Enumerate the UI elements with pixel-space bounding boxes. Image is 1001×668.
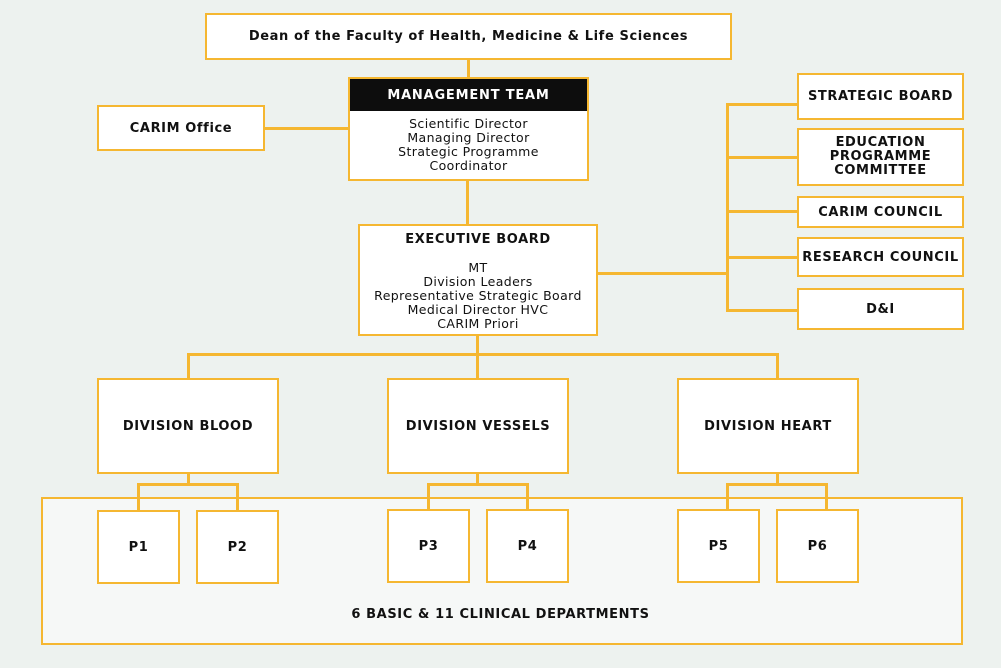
member-line: Coordinator <box>429 158 508 173</box>
connector-strategic-board <box>726 103 798 106</box>
strategic-board-box: STRATEGIC BOARD <box>797 73 964 120</box>
member-line: Medical Director HVC <box>407 302 549 317</box>
connector-p4 <box>526 483 529 511</box>
connector-heart-programmes <box>776 473 779 485</box>
connector-exec-advisory <box>597 272 728 275</box>
connector-p1 <box>137 483 140 511</box>
member-line: Scientific Director <box>409 116 528 131</box>
connector-vessels-programmes <box>476 473 479 485</box>
member-line: CARIM Priori <box>437 316 519 331</box>
division-blood-box: DIVISION BLOOD <box>97 378 279 474</box>
education-committee-line: EDUCATION <box>835 135 926 150</box>
carim-office-label: CARIM Office <box>129 120 233 136</box>
connector-di <box>726 309 798 312</box>
programme-label: P5 <box>708 538 729 554</box>
connector-mt-exec <box>466 180 469 225</box>
connector-division-vessels <box>476 353 479 379</box>
programme-label: P2 <box>227 539 248 555</box>
programme-label: P3 <box>418 538 439 554</box>
programme-label: P6 <box>807 538 828 554</box>
connector-p6 <box>825 483 828 511</box>
connector-vessels-programmes-bar <box>427 483 529 486</box>
research-council-box: RESEARCH COUNCIL <box>797 237 964 277</box>
di-label: D&I <box>866 301 895 317</box>
member-line: Division Leaders <box>423 274 533 289</box>
division-blood-label: DIVISION BLOOD <box>122 418 254 434</box>
dean-label: Dean of the Faculty of Health, Medicine … <box>248 29 689 44</box>
education-committee-line: PROGRAMME <box>829 149 932 164</box>
strategic-board-label: STRATEGIC BOARD <box>807 89 954 104</box>
division-vessels-box: DIVISION VESSELS <box>387 378 569 474</box>
member-line: Managing Director <box>407 130 530 145</box>
executive-board-members: MT Division Leaders Representative Strat… <box>374 261 582 331</box>
di-box: D&I <box>797 288 964 330</box>
connector-office-mt <box>264 127 350 130</box>
programme-p4-box: P4 <box>486 509 569 583</box>
education-committee-line: COMMITTEE <box>834 163 927 178</box>
connector-division-blood <box>187 353 190 379</box>
connector-p5 <box>726 483 729 511</box>
connector-advisory-trunk <box>726 103 729 310</box>
programme-p5-box: P5 <box>677 509 760 583</box>
connector-p3 <box>427 483 430 511</box>
programme-p2-box: P2 <box>196 510 279 584</box>
division-heart-label: DIVISION HEART <box>704 418 832 434</box>
division-vessels-label: DIVISION VESSELS <box>405 418 551 434</box>
education-committee-box: EDUCATION PROGRAMME COMMITTEE <box>797 128 964 186</box>
connector-education-committee <box>726 156 798 159</box>
connector-dean-mt <box>467 59 470 78</box>
connector-heart-programmes-bar <box>726 483 828 486</box>
management-team-box: MANAGEMENT TEAM Scientific Director Mana… <box>348 77 589 181</box>
connector-exec-divisions <box>476 335 479 355</box>
research-council-label: RESEARCH COUNCIL <box>802 249 959 265</box>
departments-label: 6 BASIC & 11 CLINICAL DEPARTMENTS <box>351 607 650 622</box>
programme-p6-box: P6 <box>776 509 859 583</box>
programme-label: P4 <box>517 538 538 554</box>
member-line: Representative Strategic Board <box>374 288 582 303</box>
carim-council-label: CARIM COUNCIL <box>818 204 943 220</box>
carim-office-box: CARIM Office <box>97 105 265 151</box>
programme-p1-box: P1 <box>97 510 180 584</box>
connector-divisions-bar <box>187 353 779 356</box>
executive-board-title: EXECUTIVE BOARD <box>405 232 551 247</box>
programme-p3-box: P3 <box>387 509 470 583</box>
connector-division-heart <box>776 353 779 379</box>
member-line: Strategic Programme <box>398 144 539 159</box>
connector-carim-council <box>726 210 798 213</box>
programme-label: P1 <box>128 539 149 555</box>
connector-blood-programmes <box>187 473 190 485</box>
division-heart-box: DIVISION HEART <box>677 378 859 474</box>
executive-board-box: EXECUTIVE BOARD MT Division Leaders Repr… <box>358 224 598 336</box>
dean-box: Dean of the Faculty of Health, Medicine … <box>205 13 732 60</box>
member-line: MT <box>468 260 488 275</box>
connector-research-council <box>726 256 798 259</box>
connector-blood-programmes-bar <box>137 483 239 486</box>
connector-p2 <box>236 483 239 511</box>
management-team-title: MANAGEMENT TEAM <box>350 79 587 111</box>
carim-council-box: CARIM COUNCIL <box>797 196 964 228</box>
management-team-members: Scientific Director Managing Director St… <box>398 111 539 173</box>
